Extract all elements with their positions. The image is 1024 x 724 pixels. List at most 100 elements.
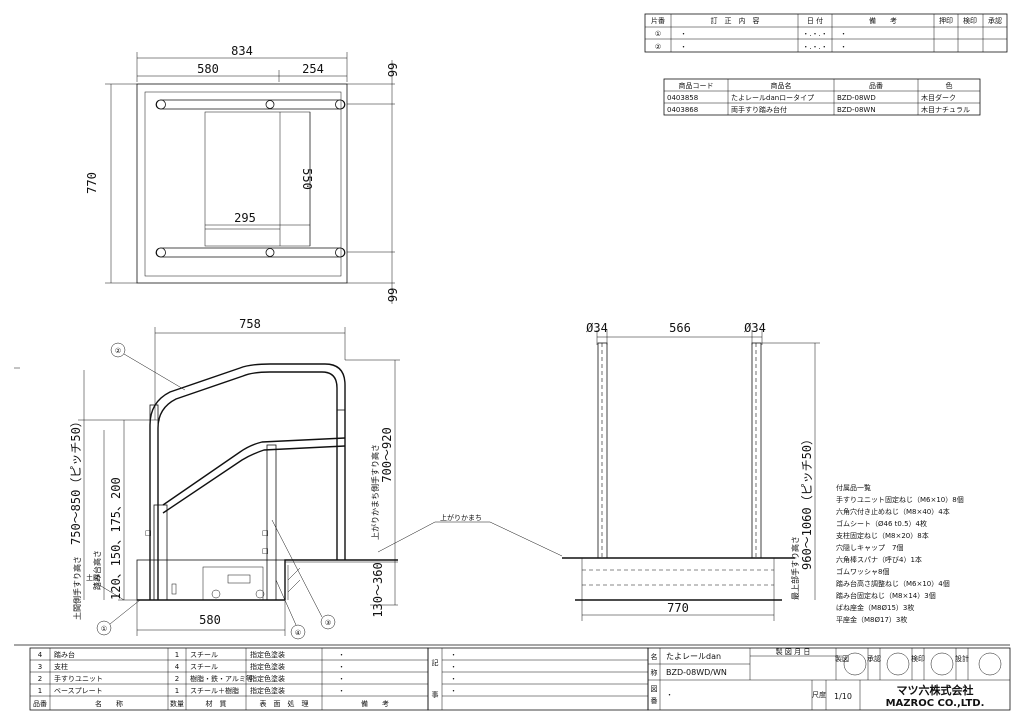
front-view: Ø34 566 Ø34 770 最上部手すり高さ 960～1060（ピッチ50）…: [377, 321, 820, 621]
callout-2: ②: [115, 347, 121, 355]
front-height-range: 960～1060（ピッチ50）: [800, 433, 814, 570]
rev-mark-1: ①: [655, 30, 661, 38]
part-material-4: スチール: [190, 651, 218, 659]
part-name-4: 踏み台: [54, 650, 75, 659]
dim-295: 295: [234, 211, 256, 225]
dim-566: 566: [669, 321, 691, 335]
accessories-list: 付属品一覧 手すりユニット固定ねじ（M6×10）8個 六角穴付き止めねじ（M8×…: [836, 483, 964, 624]
rev-content-2: ・: [680, 43, 687, 51]
part-no-2: 2: [38, 675, 42, 683]
label-top-handrail-height: 最上部手すり高さ: [790, 536, 800, 600]
company-jp: マツ六株式会社: [897, 683, 974, 697]
label-kamachi-handrail-height: 上がりかまち側手すり高さ: [370, 444, 380, 540]
accessory-item-4: 支柱固定ねじ（M8×20）8本: [836, 531, 929, 540]
dim-254: 254: [302, 62, 324, 76]
product-name-2: 両手すり踏み台付: [731, 105, 787, 114]
top-view: 834 580 254 550 295 770 66: [85, 44, 399, 304]
dim-550: 550: [300, 168, 314, 190]
label-step-height: 踏み台高さ: [92, 550, 102, 590]
parts-header-no: 品番: [33, 700, 47, 708]
part-no-1: 1: [38, 687, 42, 695]
accessory-item-11: 平座金（M8Ø17）3枚: [836, 615, 907, 624]
product-header-part: 品番: [869, 82, 883, 90]
number-label: 番: [651, 697, 658, 705]
inspect-label: 検印: [911, 654, 925, 663]
product-part-2: BZD-08WN: [837, 106, 876, 114]
parts-header-name: 名 称: [95, 699, 123, 708]
svg-text:□: □: [145, 529, 152, 537]
dim-770-front: 770: [667, 601, 689, 615]
part-name-2: 手すりユニット: [54, 674, 103, 683]
scale-value: 1/10: [834, 692, 852, 701]
label-floor-handrail-height: 土間側手すり高さ: [72, 556, 82, 620]
rev-header-approve: 承認: [988, 16, 1002, 25]
accessory-item-1: 手すりユニット固定ねじ（M6×10）8個: [836, 495, 964, 504]
notes-block: 記 事 ・ ・ ・ ・: [427, 647, 649, 711]
product-table: 商品コード 商品名 品番 色 0403858 たよレールdanロータイプ BZD…: [663, 78, 981, 116]
kamachi-label: 上がりかまち: [440, 513, 482, 522]
made-date-label: 製 図 月 日: [776, 647, 811, 656]
part-note-3: ・: [338, 663, 345, 671]
part-name-1: ベースプレート: [54, 687, 103, 695]
dim-580-base: 580: [199, 613, 221, 627]
parts-header-note: 備 考: [361, 699, 389, 708]
rev-note-2: ・: [840, 43, 847, 51]
dim-580-top: 580: [197, 62, 219, 76]
company-en: MAZROC CO.,LTD.: [886, 698, 985, 709]
accessory-item-9: 踏み台固定ねじ（M8×14）3個: [836, 591, 936, 600]
part-material-3: スチール: [190, 663, 218, 671]
part-finish-3: 指定色塗装: [250, 662, 285, 671]
parts-header-material: 材 質: [206, 699, 227, 708]
part-qty-2: 2: [175, 675, 179, 683]
accessory-item-7: ゴムワッシャ8個: [836, 567, 889, 576]
side-view: 758 □ □ □ 580: [69, 317, 400, 640]
accessory-item-10: ばね座金（M8Ø15）3枚: [836, 603, 914, 612]
dim-pipe-right: Ø34: [744, 321, 766, 335]
rev-header-inspect: 検印: [963, 16, 977, 25]
design-label: 設計: [955, 654, 969, 663]
dim-66-top: 66: [385, 63, 399, 77]
rev-header-note: 備 考: [869, 16, 897, 25]
part-qty-4: 1: [175, 651, 179, 659]
part-note-1: ・: [338, 687, 345, 695]
handrail-range: 750～850（ピッチ50）: [69, 415, 83, 545]
parts-list: 4 踏み台 1 スチール 指定色塗装 ・ 3 支柱 4 スチール 指定色塗装 ・…: [29, 647, 429, 711]
product-part-1: BZD-08WD: [837, 94, 876, 102]
part-name-3: 支柱: [54, 662, 68, 671]
callout-4: ④: [295, 629, 301, 637]
note-dot-1: ・: [450, 651, 457, 659]
svg-text:□: □: [262, 547, 269, 555]
part-finish-4: 指定色塗装: [250, 650, 285, 659]
note-dot-2: ・: [450, 663, 457, 671]
accessory-item-2: 六角穴付き止めねじ（M8×40）4本: [836, 507, 950, 516]
product-color-2: 木目ナチュラル: [921, 105, 970, 114]
product-header-code: 商品コード: [679, 81, 714, 90]
approval-label: 承認: [867, 654, 881, 663]
parts-header-qty: 数量: [170, 699, 184, 708]
accessories-title: 付属品一覧: [836, 483, 871, 492]
rev-header-stamp: 押印: [939, 16, 953, 25]
part-material-1: スチール＋樹脂: [190, 686, 239, 695]
part-finish-1: 指定色塗装: [250, 686, 285, 695]
product-header-name: 商品名: [771, 81, 792, 90]
scale-label: 尺度: [812, 690, 826, 699]
note-dot-4: ・: [450, 687, 457, 695]
dim-758: 758: [239, 317, 261, 331]
rev-header-no: 片番: [651, 16, 665, 25]
part-no-3: 3: [38, 663, 42, 671]
rev-date-2: ・.・.・: [802, 43, 827, 51]
part-finish-2: 指定色塗装: [250, 674, 285, 683]
notes-char-2: 事: [432, 690, 439, 699]
accessory-item-6: 六角棒スパナ（呼び4）1本: [836, 555, 922, 564]
accessory-item-5: 穴隠しキャップ 7個: [836, 543, 903, 552]
callout-1: ①: [101, 625, 107, 633]
note-dot-3: ・: [450, 675, 457, 683]
accessory-item-8: 踏み台高さ調整ねじ（M6×10）4個: [836, 579, 950, 588]
part-note-4: ・: [338, 651, 345, 659]
fig-label: 図: [651, 685, 658, 693]
title-block: 名 たよレールdan 称 BZD-08WD/WN 製 図 月 日 承認 検印 設…: [647, 647, 1011, 711]
drafter-label: 製図: [835, 654, 849, 663]
model-value: BZD-08WD/WN: [666, 668, 727, 677]
rev-mark-2: ②: [655, 43, 661, 51]
